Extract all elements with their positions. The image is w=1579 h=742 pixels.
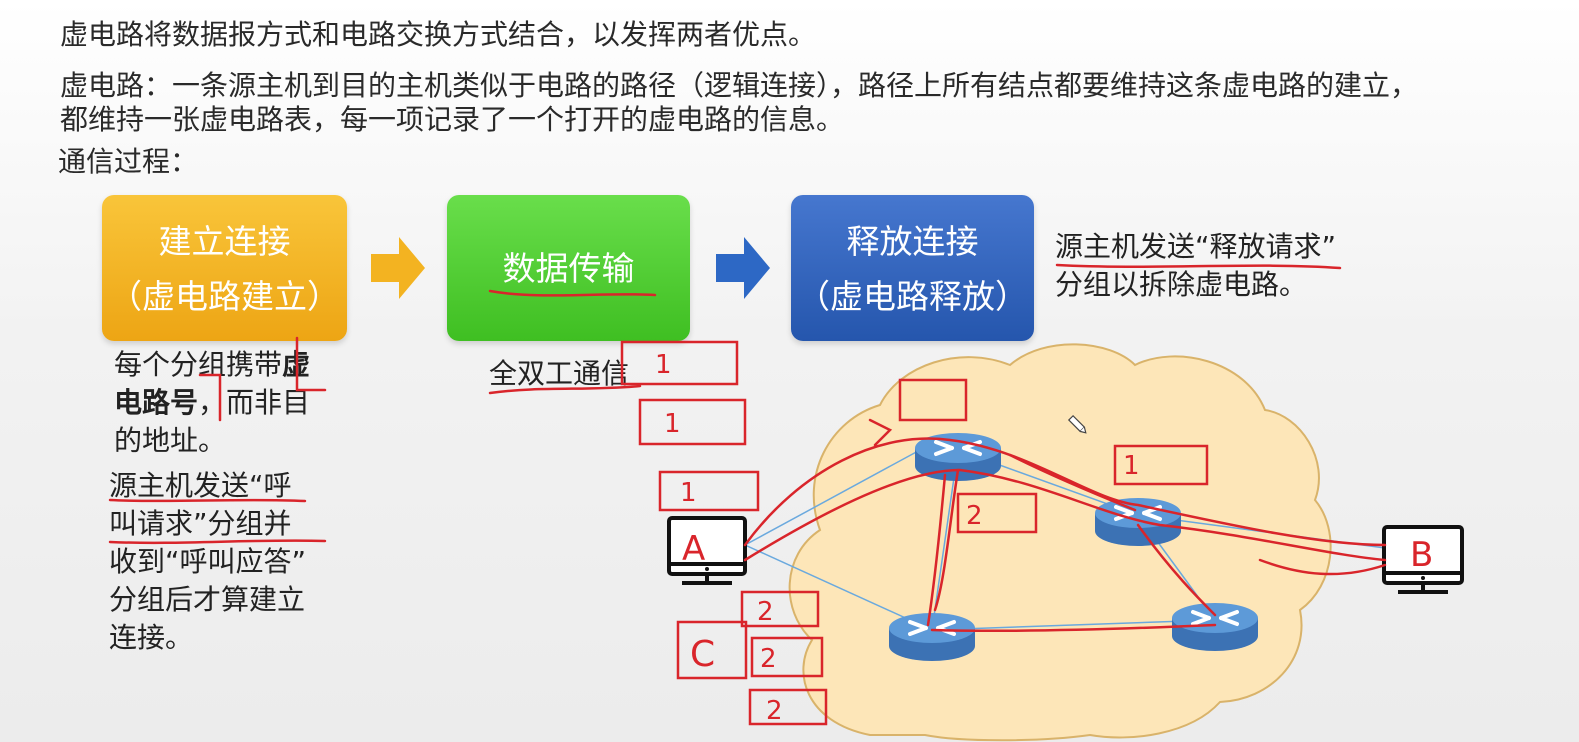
call-note-line: 叫请求”分组并 — [109, 507, 292, 540]
red-annotations — [108, 263, 1387, 726]
packet-number: 2 — [760, 644, 777, 674]
call-note-line: 分组后才算建立 — [109, 583, 306, 616]
vc-number-note: 每个分组携带虚 电路号，而非目 的地址。 — [114, 346, 344, 460]
duplex-note: 全双工通信 — [489, 357, 630, 390]
computer-icon: B — [1382, 525, 1464, 594]
intro-text: 虚电路将数据报方式和电路交换方式结合，以发挥两者优点。 — [60, 18, 817, 51]
release-note: 源主机发送“释放请求” 分组以拆除虚电路。 — [1055, 228, 1336, 304]
router-icon — [915, 433, 1001, 481]
computer-icon: A — [667, 516, 747, 585]
right-arrow-icon — [371, 237, 425, 299]
pencil-cursor-icon — [1067, 414, 1087, 434]
host-a-label: A — [682, 529, 705, 569]
release-note-line-2: 分组以拆除虚电路。 — [1055, 268, 1308, 301]
definition-line-1: 虚电路：一条源主机到目的主机类似于电路的路径（逻辑连接），路径上所有结点都要维持… — [60, 69, 1419, 102]
vc-note-bold: 电路号 — [114, 386, 199, 419]
host-c-label: C — [690, 634, 715, 675]
vc-note-text: ，而非目 — [198, 386, 311, 419]
packet-number: 1 — [680, 478, 697, 508]
call-request-note: 源主机发送“呼 叫请求”分组并 收到“呼叫应答” 分组后才算建立 连接。 — [109, 467, 359, 657]
right-arrow-icon — [716, 237, 770, 299]
packet-label-group: 1 1 1 1 2 2 2 2 C — [655, 350, 1140, 726]
vc-note-text: 每个分组携带 — [114, 348, 283, 381]
step-data-transfer: 数据传输 — [447, 195, 690, 341]
packet-number: 1 — [664, 409, 681, 439]
packet-number: 1 — [1123, 451, 1140, 481]
packet-number: 2 — [757, 597, 774, 627]
packet-number: 1 — [655, 350, 672, 380]
packet-number: 2 — [966, 501, 983, 531]
step-establish-title: 建立连接 — [158, 222, 291, 261]
host-b-label: B — [1410, 535, 1433, 575]
release-note-line-1: 源主机发送“释放请求” — [1055, 230, 1337, 263]
step-establish-subtitle: （虚电路建立） — [109, 277, 340, 316]
definition-line-2: 都维持一张虚电路表，每一项记录了一个打开的虚电路的信息。 — [60, 103, 845, 136]
process-label: 通信过程： — [58, 145, 199, 178]
call-note-line: 源主机发送“呼 — [109, 469, 292, 502]
packet-number: 2 — [766, 696, 783, 726]
router-icon — [1095, 498, 1181, 546]
step-release-subtitle: （虚电路释放） — [797, 277, 1028, 316]
step-release-title: 释放连接 — [846, 222, 979, 261]
step-establish-connection: 建立连接 （虚电路建立） — [102, 195, 347, 341]
step-release-connection: 释放连接 （虚电路释放） — [791, 195, 1034, 341]
call-note-line: 收到“呼叫应答” — [109, 545, 307, 578]
vc-note-text: 的地址。 — [114, 424, 227, 457]
call-note-line: 连接。 — [109, 621, 194, 654]
step-transfer-title: 数据传输 — [502, 249, 635, 288]
router-icon — [889, 613, 975, 661]
network-cloud — [788, 343, 1332, 742]
